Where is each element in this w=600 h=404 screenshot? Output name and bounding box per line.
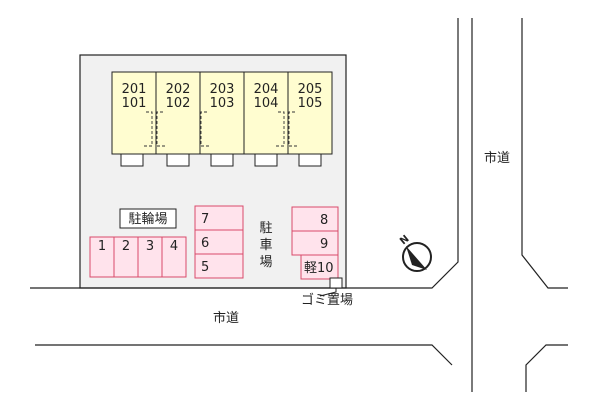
unit-5-lower: 105	[298, 96, 323, 111]
bicycle-slot-3: 3	[146, 239, 154, 254]
parking-right: 8 9 軽10	[291, 206, 339, 280]
unit-5: 205 105	[287, 71, 333, 167]
unit-1: 201 101	[111, 71, 157, 167]
garbage-leader-line	[319, 288, 337, 297]
parking-space-9: 9	[320, 237, 328, 252]
unit-2: 202 102	[155, 71, 201, 167]
unit-4-upper: 204	[254, 82, 279, 97]
north-arrow-icon: N	[398, 233, 432, 272]
road-lines	[30, 18, 568, 392]
bicycle-slot-2: 2	[122, 239, 130, 254]
garbage-area	[329, 277, 343, 289]
parking-label-3: 場	[259, 255, 272, 270]
unit-4-lower: 104	[254, 96, 279, 111]
unit-2-upper: 202	[166, 82, 191, 97]
unit-1-upper: 201	[122, 82, 147, 97]
bicycle-parking-label-box	[119, 208, 177, 229]
garbage-label: ゴミ置場	[301, 292, 353, 308]
parking-space-8: 8	[320, 213, 328, 228]
parking-label-2: 車	[259, 238, 272, 253]
bicycle-slot-1: 1	[98, 239, 106, 254]
unit-4: 204 104	[243, 71, 289, 167]
building: 201 101 202 102 203 103 204 104	[111, 71, 333, 167]
unit-3-lower: 103	[210, 96, 235, 111]
unit-3: 203 103	[199, 71, 245, 167]
parking-space-7: 7	[201, 212, 209, 227]
parking-space-kei-10: 軽10	[304, 261, 334, 276]
parking-label-1: 駐	[259, 221, 272, 236]
unit-2-lower: 102	[166, 96, 191, 111]
unit-3-upper: 203	[210, 82, 235, 97]
right-road-label: 市道	[484, 150, 510, 166]
bicycle-slot-4: 4	[170, 239, 178, 254]
unit-1-lower: 101	[122, 96, 147, 111]
parking-space-6: 6	[201, 236, 209, 251]
unit-5-upper: 205	[298, 82, 323, 97]
bottom-road-label: 市道	[213, 310, 239, 326]
bicycle-parking-label: 駐輪場	[128, 211, 167, 227]
parking-left: 7 6 5	[194, 205, 244, 279]
parking-space-5: 5	[201, 260, 209, 275]
bicycle-slots: 1 2 3 4	[89, 236, 187, 278]
